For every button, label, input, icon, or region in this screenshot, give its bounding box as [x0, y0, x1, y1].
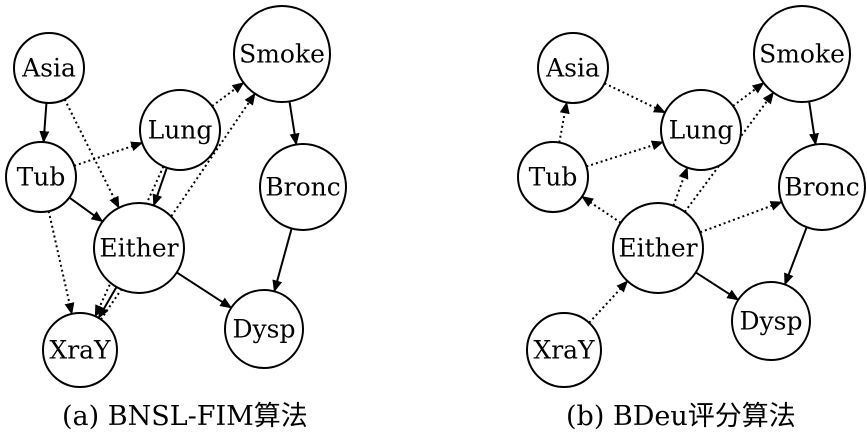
node-circle-xray: [526, 312, 602, 388]
node-label-xray: XraY: [533, 336, 595, 365]
edge-either-to-dysp: [176, 271, 233, 309]
node-label-asia: Asia: [545, 54, 600, 83]
node-label-tub: Tub: [17, 163, 66, 192]
node-circle-smoke: [753, 5, 851, 103]
node-circle-bronc: [778, 143, 866, 231]
node-bronc: Bronc: [259, 143, 347, 231]
edge-tub-to-xray: [47, 210, 75, 315]
edge-asia-to-either: [63, 98, 120, 209]
edge-bronc-to-dysp: [783, 226, 808, 286]
edge-xray-to-either: [588, 280, 629, 324]
node-circle-either: [612, 202, 704, 294]
node-label-asia: Asia: [21, 54, 76, 83]
node-dysp: Dysp: [731, 281, 811, 361]
node-circle-asia: [537, 32, 609, 104]
node-circle-lung: [660, 89, 742, 171]
node-asia: Asia: [537, 32, 609, 104]
node-label-lung: Lung: [148, 116, 213, 145]
node-circle-dysp: [731, 281, 811, 361]
edge-bronc-to-dysp: [272, 228, 293, 293]
node-circle-asia: [13, 32, 85, 104]
node-bronc: Bronc: [778, 143, 866, 231]
edge-asia-to-tub: [39, 102, 50, 144]
edge-either-to-bronc: [699, 201, 783, 234]
node-circle-tub: [517, 141, 589, 213]
edge-tub-to-lung: [73, 141, 144, 167]
node-label-xray: XraY: [49, 336, 111, 365]
edge-either-to-xray: [97, 286, 118, 319]
node-tub: Tub: [517, 141, 589, 213]
edge-either-to-lung: [672, 166, 689, 207]
node-label-tub: Tub: [529, 163, 578, 192]
node-smoke: Smoke: [233, 5, 331, 103]
node-circle-either: [93, 202, 185, 294]
node-circle-smoke: [233, 5, 331, 103]
edge-lung-to-smoke: [211, 81, 245, 107]
node-lung: Lung: [660, 89, 742, 171]
node-either: Either: [93, 202, 185, 294]
edge-asia-to-lung: [604, 82, 666, 114]
node-tub: Tub: [5, 141, 77, 213]
edge-tub-to-lung: [586, 140, 664, 168]
edge-tub-to-asia: [558, 101, 570, 143]
node-asia: Asia: [13, 32, 85, 104]
node-circle-lung: [139, 89, 221, 171]
node-circle-bronc: [259, 143, 347, 231]
edge-either-to-dysp: [695, 271, 740, 301]
node-label-smoke: Smoke: [239, 40, 325, 69]
edge-tub-to-either: [68, 196, 104, 223]
node-xray: XraY: [42, 312, 118, 388]
edge-either-to-tub: [581, 195, 622, 224]
node-label-either: Either: [618, 234, 697, 263]
node-circle-tub: [5, 141, 77, 213]
edge-lung-to-either: [152, 167, 168, 207]
caption-a: (a) BNSL-FIM算法: [62, 401, 308, 432]
node-label-bronc: Bronc: [784, 173, 859, 202]
node-label-either: Either: [99, 234, 178, 263]
edge-smoke-to-bronc: [288, 101, 300, 146]
node-xray: XraY: [526, 312, 602, 388]
node-label-dysp: Dysp: [739, 307, 802, 336]
edge-smoke-to-bronc: [808, 101, 819, 146]
node-label-bronc: Bronc: [265, 173, 340, 202]
node-circle-xray: [42, 312, 118, 388]
node-smoke: Smoke: [753, 5, 851, 103]
node-lung: Lung: [139, 89, 221, 171]
node-label-dysp: Dysp: [232, 315, 295, 344]
node-label-lung: Lung: [669, 116, 734, 145]
node-dysp: Dysp: [224, 289, 304, 369]
edge-lung-to-smoke: [732, 82, 765, 107]
caption-b: (b) BDeu评分算法: [566, 401, 796, 432]
node-label-smoke: Smoke: [759, 40, 845, 69]
node-circle-dysp: [224, 289, 304, 369]
node-either: Either: [612, 202, 704, 294]
